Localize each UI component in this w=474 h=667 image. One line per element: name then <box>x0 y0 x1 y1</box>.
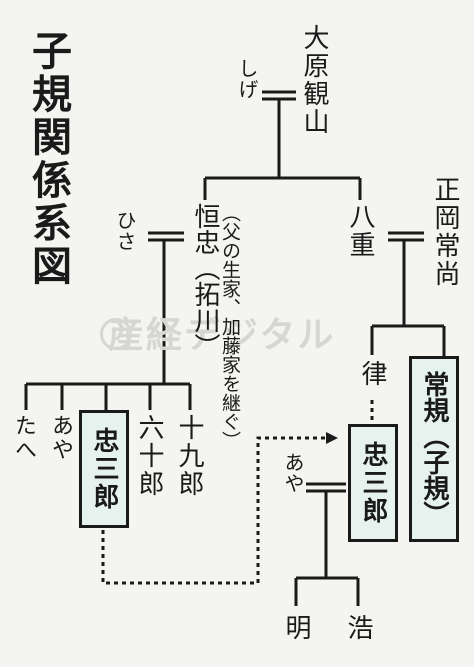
person-chuzaburo-birth: 忠三郎 <box>89 427 119 511</box>
watermark-icon <box>100 318 132 350</box>
adoption-arrow-head <box>326 432 338 444</box>
person-hiroshi: 浩 <box>343 614 373 642</box>
tsunetada-note: （父の生家、加藤家を継ぐ） <box>219 203 241 450</box>
person-yae: 八重 <box>345 203 375 259</box>
person-akira: 明 <box>281 614 311 642</box>
person-tsunetada: 恒忠（拓川） <box>190 203 220 359</box>
person-masaoka-tsunenao: 正岡常尚 <box>430 176 460 288</box>
person-shiki: 常規（子規） <box>419 371 449 527</box>
person-chuzaburo-adopted: 忠三郎 <box>358 441 388 525</box>
person-box-chuzaburo-adopted: 忠三郎 <box>348 424 398 542</box>
person-rokujuro: 六十郎 <box>134 414 164 498</box>
person-ohara-kanzan: 大原観山 <box>299 24 329 136</box>
person-box-chuzaburo-birth: 忠三郎 <box>79 410 129 528</box>
person-box-shiki: 常規（子規） <box>409 356 459 542</box>
person-aya-wife: あや <box>281 452 305 494</box>
person-hisa: ひさ <box>113 210 137 252</box>
watermark: 産経デジタル <box>108 315 336 356</box>
diagram-title: 子規関係系図 <box>25 30 71 288</box>
person-jukuro: 十九郎 <box>174 414 204 498</box>
person-aya: あや <box>48 414 73 462</box>
person-tae: たへ <box>11 414 36 462</box>
person-shige: しげ <box>235 58 259 100</box>
person-ritsu: 律 <box>357 360 387 388</box>
adoption-line-chuzaburo <box>101 436 328 585</box>
